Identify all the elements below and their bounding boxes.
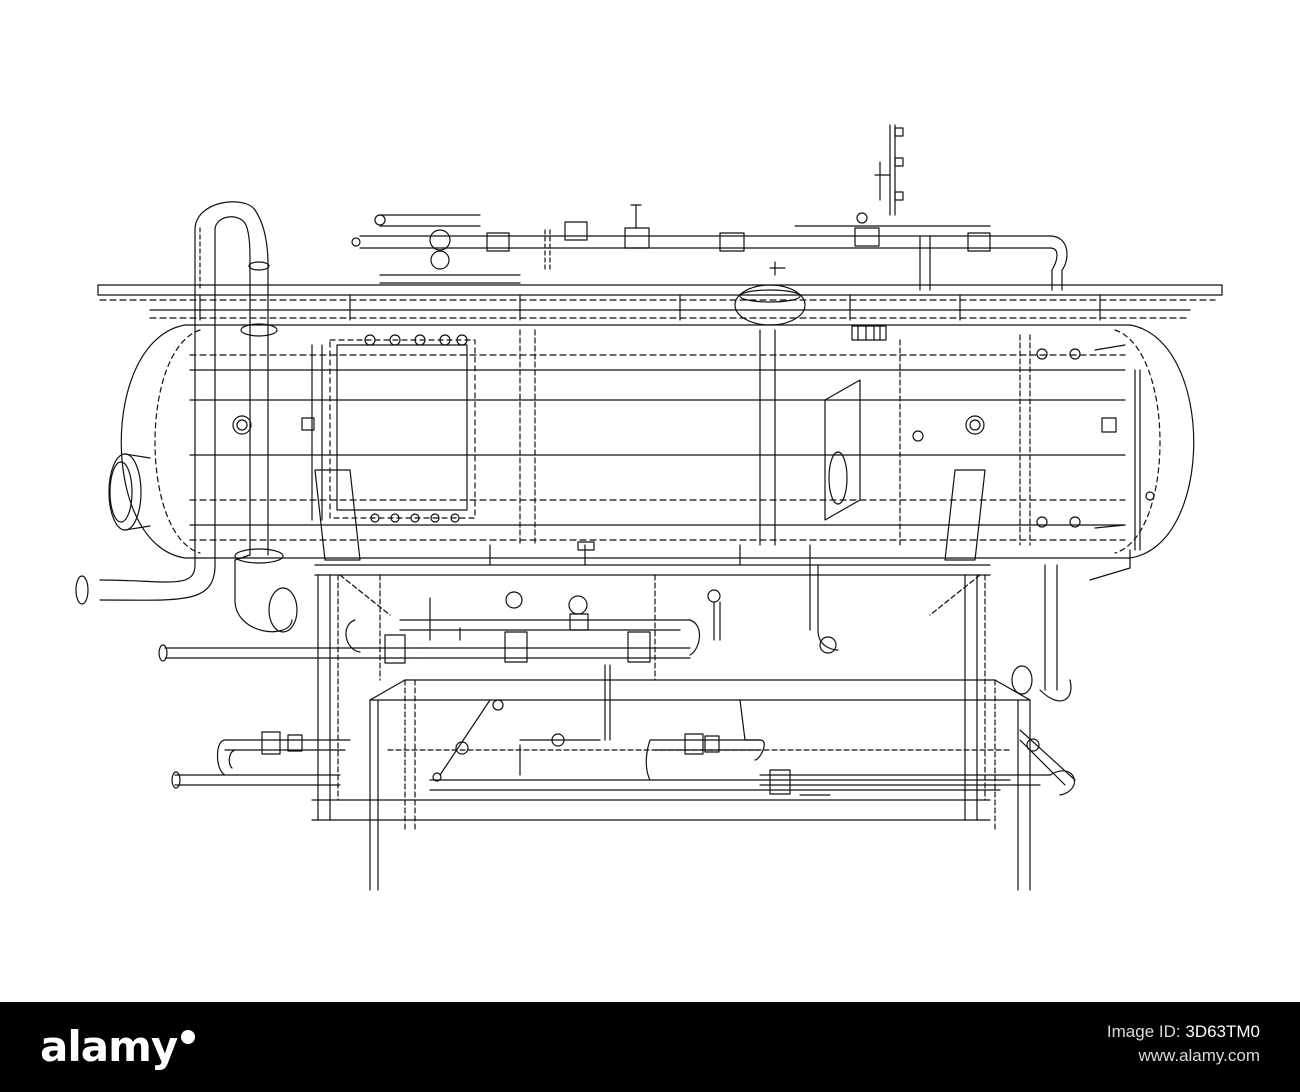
brand-name: alamy bbox=[40, 1022, 178, 1071]
shell-nozzles bbox=[232, 334, 1155, 551]
brand-mark-icon bbox=[181, 1030, 196, 1044]
top-platform bbox=[97, 284, 1223, 341]
image-id: 3D63TM0 bbox=[1185, 1022, 1260, 1041]
image-meta: Image ID: 3D63TM0 www.alamy.com bbox=[1107, 1020, 1260, 1068]
image-id-label: Image ID: bbox=[1106, 1022, 1181, 1041]
image-id-row: Image ID: 3D63TM0 bbox=[1107, 1020, 1260, 1044]
vertical-pipe-left bbox=[75, 201, 298, 633]
technical-drawing bbox=[75, 124, 1223, 891]
saddle-supports bbox=[311, 469, 991, 821]
head-manway bbox=[108, 453, 151, 531]
site-url: www.alamy.com bbox=[1138, 1046, 1260, 1065]
separator-vessel-wireframe bbox=[75, 124, 1223, 891]
mid-piping bbox=[158, 549, 1131, 702]
vessel-shell bbox=[120, 324, 1195, 559]
footer-bar: alamy Image ID: 3D63TM0 www.alamy.com bbox=[0, 1002, 1300, 1092]
brand-logo: alamy bbox=[40, 1022, 196, 1071]
lower-piping bbox=[171, 664, 1076, 796]
lower-frame bbox=[369, 679, 1031, 891]
top-piping bbox=[199, 124, 1068, 291]
